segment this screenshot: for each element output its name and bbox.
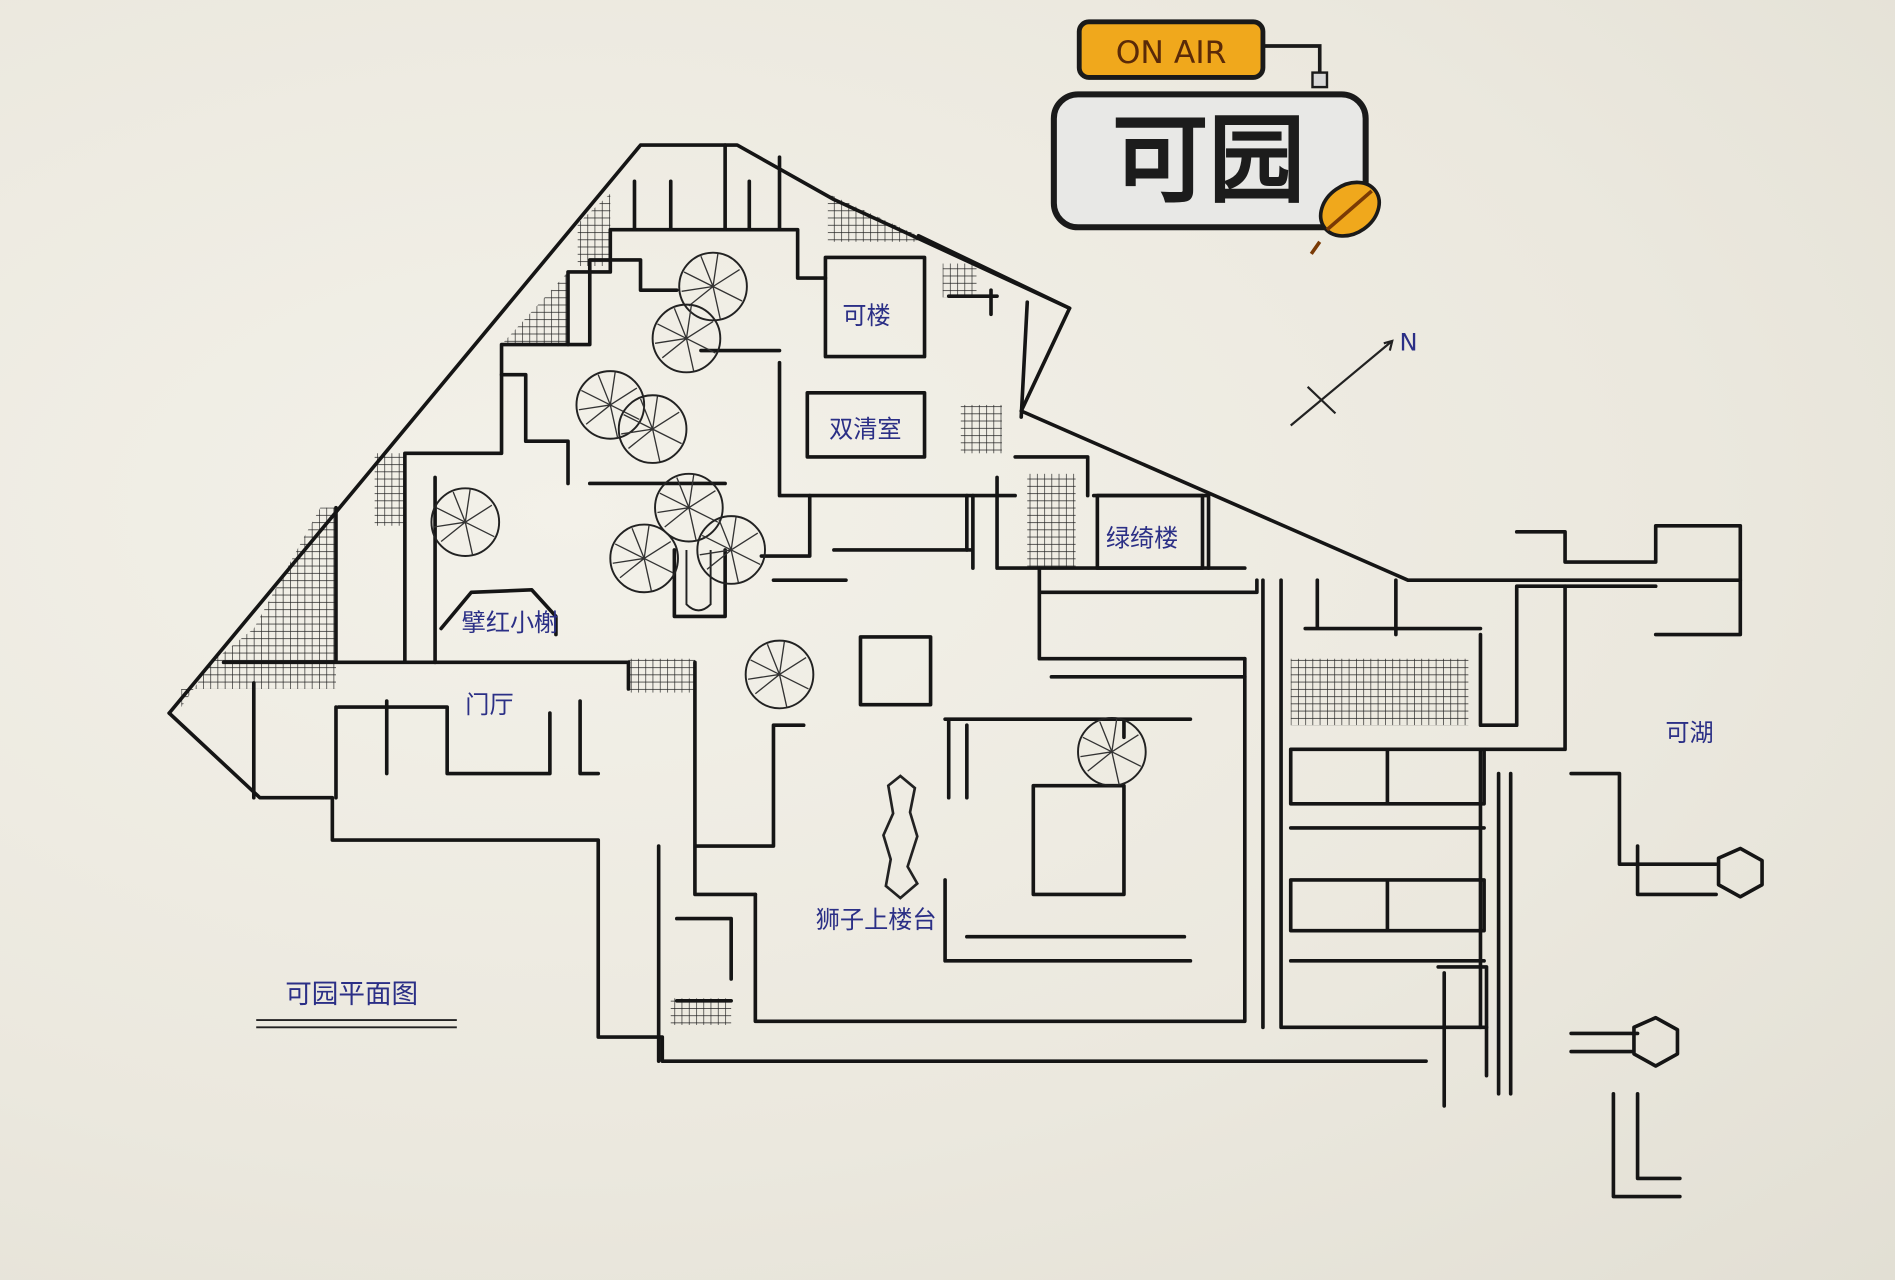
lv-qi-lou-building (1095, 493, 1205, 570)
label-ke-hu: 可湖 (1665, 719, 1713, 747)
garden-name-text: 可园 (1112, 103, 1305, 216)
octagon-pavilion-upper (1716, 846, 1764, 899)
tree-icon (609, 523, 679, 594)
walls (167, 143, 1743, 1199)
tree-icon (744, 639, 815, 710)
label-ke-lou: 可楼 (842, 302, 890, 330)
title-underline (256, 1019, 457, 1029)
label-men-ting: 门厅 (465, 691, 513, 719)
tree-icon (678, 251, 748, 322)
shuang-qing-shi-building (805, 391, 927, 459)
on-air-badge: ON AIR 可园 (1050, 19, 1381, 255)
hatched-areas (181, 193, 1469, 1025)
rockery (882, 774, 919, 900)
label-shi-zi-shang-lou-tai: 狮子上楼台 (816, 906, 937, 934)
bo-hong-xiao-xie-pavilion (439, 588, 558, 637)
tree-icon (651, 303, 722, 374)
label-lv-qi-lou: 绿绮楼 (1106, 524, 1178, 552)
label-bo-hong-xiao-xie: 擘红小榭 (462, 609, 559, 637)
octagon-pavilion-lower (1632, 1015, 1680, 1068)
north-arrow-icon (1290, 339, 1394, 427)
tree-icon (696, 515, 766, 585)
inner-pavilion (1031, 783, 1126, 897)
plan-title: 可园平面图 (285, 979, 418, 1010)
tree-icon (575, 370, 646, 440)
tree-icon (617, 394, 688, 464)
ke-lou-building (823, 255, 927, 359)
buildings (439, 255, 1764, 1068)
courtyard-pavilion (858, 635, 933, 707)
label-shuang-qing-shi: 双清室 (829, 416, 901, 444)
tree-icon (1077, 716, 1147, 787)
tree-icon (430, 487, 501, 557)
north-label: N (1399, 329, 1417, 357)
on-air-text: ON AIR (1116, 35, 1227, 71)
